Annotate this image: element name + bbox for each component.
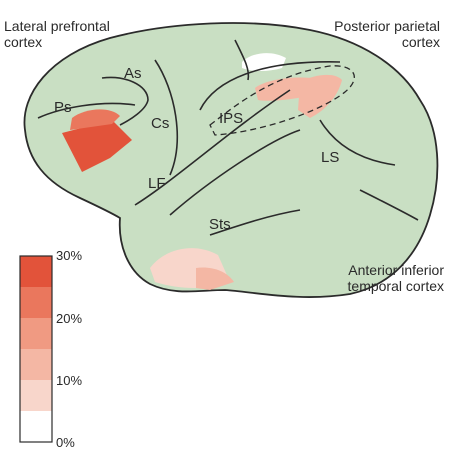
scale-swatch: [20, 349, 52, 380]
sulcus-label-cs: Cs: [151, 115, 169, 132]
sulcus-label-sts: Sts: [209, 216, 231, 233]
label-lateral-prefrontal-cortex: Lateral prefrontal cortex: [4, 18, 110, 50]
scale-swatch: [20, 411, 52, 442]
sulcus-label-as: As: [124, 65, 142, 82]
scale-tick-0: 0%: [56, 435, 75, 450]
scale-swatch: [20, 256, 52, 287]
scale-swatch: [20, 380, 52, 411]
label-anterior-inferior-temporal-cortex: Anterior inferior temporal cortex: [348, 262, 444, 294]
sulcus-label-ps: Ps: [54, 99, 72, 116]
label-posterior-parietal-cortex: Posterior parietal cortex: [334, 18, 440, 50]
sulcus-label-ips: IPS: [219, 110, 243, 127]
sulcus-label-lf: LF: [148, 175, 166, 192]
scale-tick-20: 20%: [56, 311, 82, 326]
scale-tick-10: 10%: [56, 373, 82, 388]
scale-tick-30: 30%: [56, 248, 82, 263]
scale-bar: [20, 256, 52, 442]
scale-swatch: [20, 287, 52, 318]
scale-swatch: [20, 318, 52, 349]
sulcus-label-ls: LS: [321, 149, 339, 166]
